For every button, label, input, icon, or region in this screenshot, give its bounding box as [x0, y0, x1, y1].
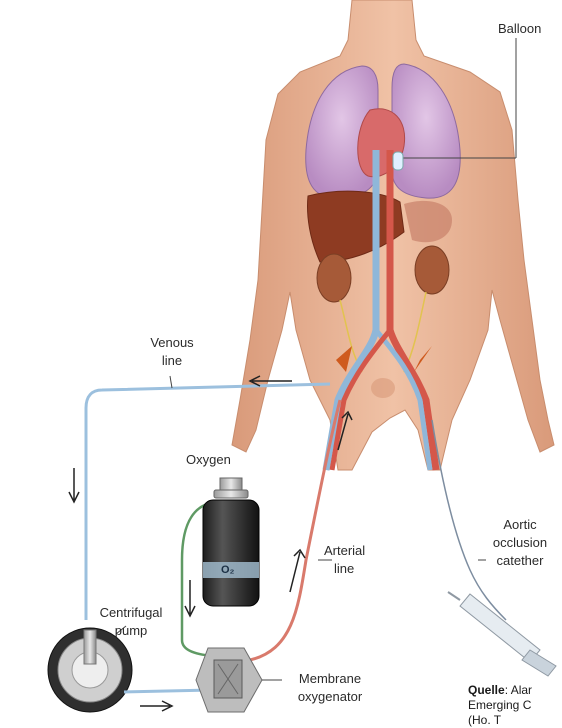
venous-pointer: [170, 376, 172, 388]
label-venous-line-2: line: [136, 352, 208, 370]
caption-source-label: Quelle: [468, 683, 505, 697]
venous-down-arrow: [69, 468, 79, 502]
syringe: [448, 592, 556, 676]
label-membrane-1: Membrane: [282, 670, 378, 688]
label-arterial-line-1: Arterial: [324, 542, 365, 560]
label-arterial-line-2: line: [324, 560, 365, 578]
caption-line-1: Quelle: Alar: [468, 683, 562, 698]
membrane-oxygenator: [196, 648, 262, 712]
source-caption: Quelle: Alar Emerging C (Ho. T: [468, 683, 562, 728]
left-kidney: [317, 254, 351, 302]
label-aortic-1: Aortic: [484, 516, 556, 534]
caption-line-2: Emerging C: [468, 698, 562, 713]
label-membrane-2: oxygenator: [282, 688, 378, 706]
label-membrane-oxygenator: Membrane oxygenator: [282, 670, 378, 706]
label-balloon: Balloon: [498, 20, 541, 38]
pump-outlet-tube: [124, 690, 212, 692]
caption-line-3: (Ho. T: [468, 713, 562, 728]
pump-flow-arrow: [140, 701, 172, 711]
label-venous-line-1: Venous: [136, 334, 208, 352]
label-oxygen: Oxygen: [186, 451, 231, 469]
label-pump-1: Centrifugal: [86, 604, 176, 622]
balloon: [393, 152, 403, 170]
label-arterial-line: Arterial line: [324, 542, 365, 578]
right-kidney: [415, 246, 449, 294]
label-aortic-3: catether: [484, 552, 556, 570]
label-o2: O₂: [221, 561, 234, 579]
label-aortic-occlusion-catheter: Aortic occlusion catether: [484, 516, 556, 570]
stomach: [404, 201, 452, 242]
label-venous-line: Venous line: [136, 334, 208, 370]
label-centrifugal-pump: Centrifugal pump: [86, 604, 176, 640]
arterial-line-tube: [250, 400, 340, 660]
label-pump-2: pump: [86, 622, 176, 640]
centrifugal-pump: [48, 628, 132, 712]
oxygen-tank: [203, 478, 259, 606]
caption-source-text: : Alar: [505, 683, 532, 697]
oxygen-down-arrow: [185, 580, 195, 616]
label-aortic-2: occlusion: [484, 534, 556, 552]
